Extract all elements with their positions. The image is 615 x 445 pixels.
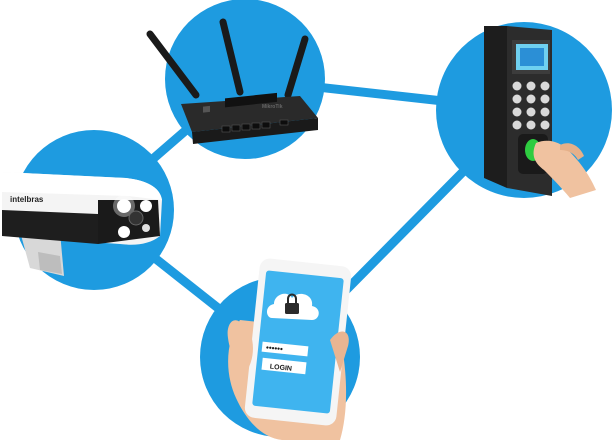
router-node: MikroTik <box>146 0 325 159</box>
lock-icon <box>285 293 299 314</box>
access-node <box>436 22 612 198</box>
camera-node: intelbras <box>2 130 174 290</box>
password-mask: •••••• <box>266 343 284 354</box>
smartphone-icon: •••••• LOGIN <box>227 258 352 440</box>
login-label: LOGIN <box>269 364 292 373</box>
router-brand: MikroTik <box>262 104 283 110</box>
camera-icon: intelbras <box>2 172 162 276</box>
phone-node: •••••• LOGIN <box>200 258 360 440</box>
login-button <box>261 357 307 375</box>
password-field <box>261 341 309 357</box>
fingerprint-terminal-icon <box>484 26 596 198</box>
router-icon: MikroTik <box>146 18 318 144</box>
camera-brand: intelbras <box>10 195 44 204</box>
